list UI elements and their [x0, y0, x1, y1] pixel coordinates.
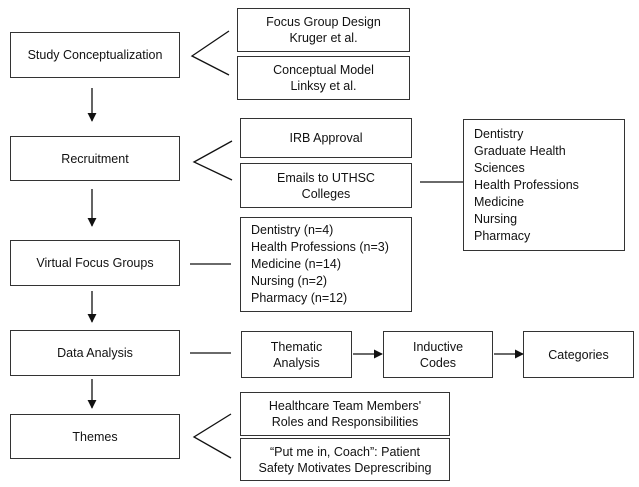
box-line: “Put me in, Coach”: Patient: [269, 444, 421, 459]
box-line: Conceptual Model: [273, 63, 374, 77]
box-line: Codes: [419, 355, 457, 370]
college-item: Pharmacy: [474, 228, 531, 243]
box-line: Colleges: [301, 186, 351, 201]
box-line: Thematic: [270, 339, 323, 354]
box-line: Safety Motivates Deprescribing: [258, 460, 432, 475]
college-item: Sciences: [474, 160, 525, 175]
participant-item: Medicine (n=14): [251, 257, 341, 271]
box-line: Kruger et al.: [289, 31, 358, 45]
stage-label: Study Conceptualization: [27, 48, 163, 62]
stage-label: Recruitment: [61, 151, 129, 166]
emails-to-colleges-box: Emails to UTHSC Colleges: [240, 163, 412, 208]
box-line: Roles and Responsibilities: [271, 415, 419, 429]
stage-study-conceptualization: Study Conceptualization: [10, 32, 180, 78]
stage-virtual-focus-groups: Virtual Focus Groups: [10, 240, 180, 286]
college-item: Dentistry: [474, 126, 524, 141]
stage-label: Virtual Focus Groups: [36, 256, 154, 270]
stage-themes: Themes: [10, 414, 180, 459]
box-line: Healthcare Team Members': [268, 399, 422, 413]
box-line: Analysis: [273, 355, 320, 370]
bracket-conceptualization: [190, 30, 230, 76]
theme-roles-box: Healthcare Team Members' Roles and Respo…: [240, 392, 450, 436]
focus-group-design-box: Focus Group Design Kruger et al.: [237, 8, 410, 52]
bracket-themes: [192, 413, 232, 459]
conceptual-model-box: Conceptual Model Linksy et al.: [237, 56, 410, 100]
box-line: Inductive: [412, 339, 464, 354]
box-line: Categories: [548, 347, 609, 362]
stage-recruitment: Recruitment: [10, 136, 180, 181]
participant-item: Dentistry (n=4): [251, 223, 334, 237]
stage-data-analysis: Data Analysis: [10, 330, 180, 376]
stage-label: Data Analysis: [57, 346, 133, 360]
inductive-codes-box: Inductive Codes: [383, 331, 493, 378]
participant-item: Pharmacy (n=12): [251, 291, 348, 305]
college-item: Graduate Health: [474, 143, 566, 158]
box-line: Linksy et al.: [290, 79, 357, 93]
colleges-list-box: Dentistry Graduate Health Sciences Healt…: [463, 119, 625, 251]
irb-approval-box: IRB Approval: [240, 118, 412, 158]
box-line: IRB Approval: [289, 131, 363, 145]
college-item: Medicine: [474, 194, 525, 209]
participant-item: Health Professions (n=3): [251, 240, 389, 254]
box-line: Emails to UTHSC: [277, 170, 375, 185]
theme-patient-safety-box: “Put me in, Coach”: Patient Safety Motiv…: [240, 438, 450, 481]
stage-label: Themes: [72, 429, 118, 444]
bracket-recruitment: [192, 140, 233, 181]
participant-item: Nursing (n=2): [251, 274, 328, 288]
thematic-analysis-box: Thematic Analysis: [241, 331, 352, 378]
box-line: Focus Group Design: [266, 15, 381, 29]
categories-box: Categories: [523, 331, 634, 378]
college-item: Nursing: [474, 211, 518, 226]
participants-list-box: Dentistry (n=4) Health Professions (n=3)…: [240, 217, 412, 312]
college-item: Health Professions: [474, 177, 579, 192]
